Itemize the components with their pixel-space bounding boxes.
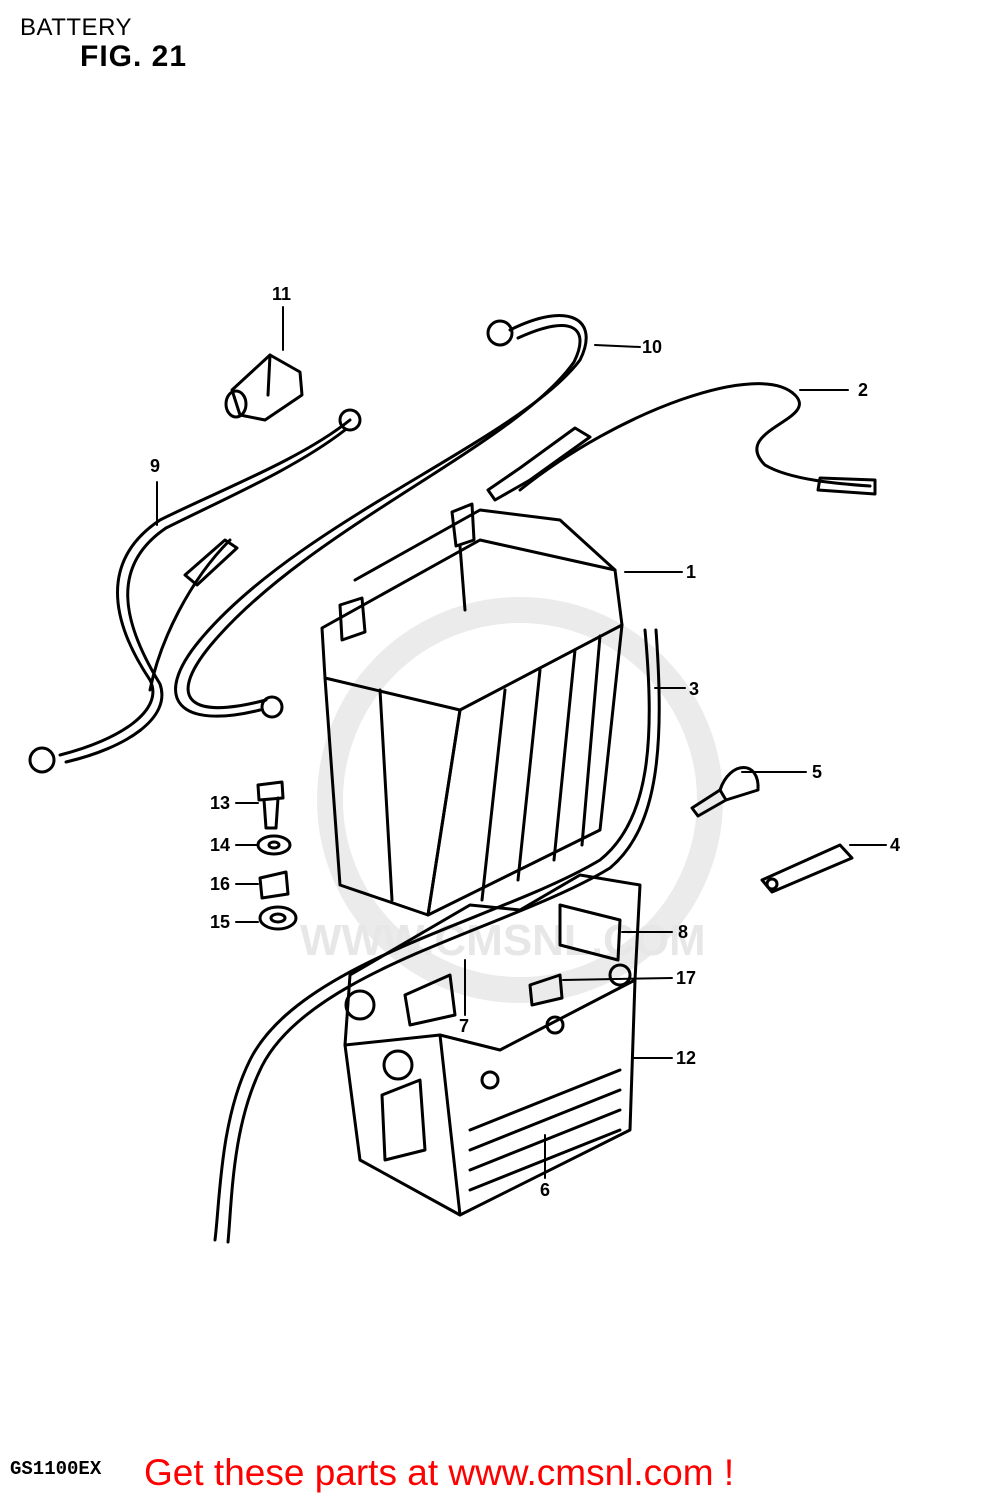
watermark-text: WWW.CMSNL.COM [300,916,706,965]
callout-5: 5 [812,762,822,782]
model-code: GS1100EX [10,1458,102,1480]
bolt [256,780,285,830]
washer [256,834,292,856]
callout-3: 3 [689,679,699,699]
figure-number: FIG. 21 [80,40,188,73]
callout-9: 9 [150,456,160,476]
callout-15: 15 [210,912,230,932]
battery-band [760,843,854,894]
callout-14: 14 [210,835,230,855]
ground-wire [486,382,877,502]
leader-lines [156,306,887,1179]
cta-link[interactable]: Get these parts at www.cmsnl.com ! [144,1452,735,1493]
callout-4: 4 [890,835,900,855]
terminal-cap [224,353,304,422]
cushion-8 [558,903,622,962]
cushion-7 [403,973,457,1027]
callout-16: 16 [210,874,230,894]
callout-11: 11 [272,284,291,304]
lead-wire-9 [28,408,362,774]
battery [320,502,624,917]
battery-cable-long [174,314,588,719]
callout-8: 8 [678,922,688,942]
callout-10: 10 [642,337,662,357]
callout-12: 12 [676,1048,696,1068]
spacer [258,870,290,900]
wire-clamp [690,766,760,818]
callout-17: 17 [676,968,696,988]
page-title: BATTERY [20,14,132,41]
callout-1: 1 [686,562,696,582]
cushion-15 [258,905,298,931]
cushion-17 [528,973,564,1007]
callout-13: 13 [210,793,230,813]
callout-6: 6 [540,1180,550,1200]
breather-tube [213,628,661,1244]
callout-7: 7 [459,1016,469,1036]
callout-2: 2 [858,380,868,400]
